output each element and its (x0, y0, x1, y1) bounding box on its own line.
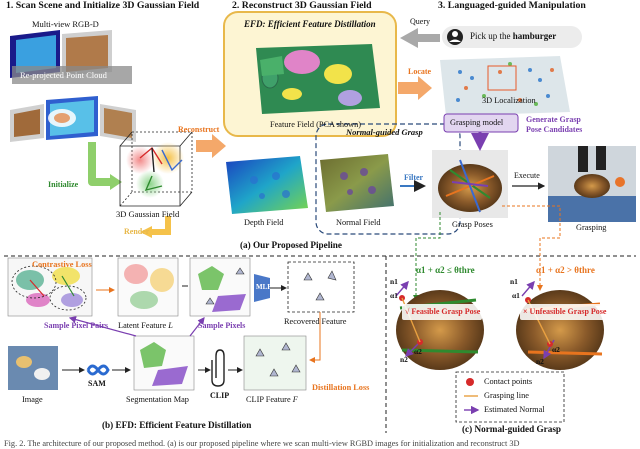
feature-field-label: Feature Field (PCA shown) (270, 120, 362, 129)
clip-logo (211, 349, 225, 387)
filter-label: Filter (404, 173, 424, 182)
feasible-label-bg (402, 304, 482, 320)
feature-field-image (256, 44, 380, 114)
a2-right: α2 (552, 345, 560, 354)
render-label: Render (124, 227, 150, 236)
segmentation-sample-image (189, 257, 251, 317)
normal-guided-box (315, 123, 461, 235)
n1-left: n1 (390, 277, 398, 286)
generate-label-line2: Pose Candidates (526, 125, 583, 134)
query-arrow (400, 28, 440, 48)
a2-left: α2 (414, 347, 422, 356)
reconstruct-arrow (196, 134, 226, 158)
query-bubble (442, 26, 582, 48)
cond-feasible: α1 + α2 ≤ θthre (416, 265, 475, 275)
clip-label: CLIP (210, 391, 230, 400)
rgbd-label: Multi-view RGB-D (32, 19, 99, 29)
input-image (8, 346, 58, 390)
legend-contact-icon (466, 378, 474, 386)
efd-title: EFD: Efficient Feature Distillation (244, 20, 376, 29)
legend-contact-points: Contact points (484, 377, 533, 386)
latent-feature-image (117, 257, 179, 317)
initialize-label: Initialize (48, 180, 79, 189)
section1-title: 1. Scan Scene and Initialize 3D Gaussian… (6, 0, 200, 11)
caption-a: (a) Our Proposed Pipeline (240, 240, 342, 250)
sample-pixels-label: Sample Pixels (198, 321, 246, 330)
n1-right: n1 (510, 277, 518, 286)
execute-label: Execute (514, 171, 540, 180)
section3-title: 3. Languaged-guided Manipulation (438, 0, 586, 11)
depth-field-image (226, 156, 308, 214)
query-label: Query (410, 17, 430, 26)
n2-right: n2 (536, 357, 544, 366)
unfeasible-burger (516, 280, 604, 370)
normal-guided-title: Normal-guided Grasp (346, 127, 423, 137)
latent-feature-symbol: L (168, 321, 173, 330)
clip-feature-label: CLIP Feature F (246, 395, 298, 404)
legend-estimated-normal: Estimated Normal (484, 405, 545, 414)
locate-label: Locate (408, 67, 432, 76)
grasp-poses-image (432, 150, 508, 218)
image-label: Image (22, 395, 43, 404)
feasible-label: √ Feasible Grasp Pose (405, 307, 481, 316)
latent-feature-text: Latent Feature (118, 321, 167, 330)
contrastive-image (7, 257, 93, 317)
depth-field-label: Depth Field (244, 218, 284, 227)
n2-left: n2 (400, 355, 408, 364)
grasping-label: Grasping (576, 223, 607, 232)
clip-feature-text: CLIP Feature (246, 395, 291, 404)
rgbd-images-lower (10, 96, 136, 142)
feasible-burger (395, 280, 484, 370)
distillation-loss-path (309, 312, 321, 363)
segmentation-map-image (133, 335, 195, 391)
contrastive-loss-label: Contrastive Loss (32, 260, 92, 269)
grasping-image (548, 146, 636, 222)
gaussian-axes (139, 146, 183, 192)
gaussian-field-label: 3D Gaussian Field (116, 209, 180, 219)
initialize-arrow (88, 142, 112, 186)
caption-c: (c) Normal-guided Grasp (462, 424, 562, 434)
locate-arrow (398, 76, 432, 100)
efd-title-text: EFD: Efficient Feature Distillation (244, 19, 376, 29)
query-text: Pick up the hamburger (470, 32, 556, 41)
clip-feature-image (243, 335, 307, 391)
normal-field-image (320, 154, 394, 212)
pointcloud-banner (12, 66, 132, 84)
recovered-feature-label: Recovered Feature (284, 317, 347, 326)
segmentation-map-label: Segmentation Map (126, 395, 189, 404)
latent-feature-label: Latent Feature L (118, 321, 173, 330)
a1-right: α1 (512, 291, 520, 300)
recovered-feature-box (287, 261, 355, 313)
unfeasible-label: × Unfeasible Grasp Pose (523, 307, 607, 316)
grasping-model-label: Grasping model (450, 118, 504, 127)
caption-b: (b) EFD: Efficient Feature Distillation (102, 420, 252, 430)
figure-caption: Fig. 2. The architecture of our proposed… (4, 439, 520, 448)
clip-feature-symbol: F (292, 395, 298, 404)
unfeasible-label-bg (520, 304, 606, 320)
mlp-block (254, 274, 270, 302)
generate-label-line1: Generate Grasp (526, 115, 581, 124)
section2-title: 2. Reconstruct 3D Gaussian Field (232, 0, 372, 11)
pointcloud-label: Re-projected Point Cloud (20, 70, 107, 80)
mlp-label: MLP (256, 283, 272, 291)
sam-label: SAM (88, 379, 106, 388)
sample-pixel-pairs-label: Sample Pixel Pairs (44, 321, 108, 330)
legend-grasping-line: Grasping line (484, 391, 529, 400)
query-text-prefix: Pick up the (470, 31, 513, 41)
normal-field-label: Normal Field (336, 218, 381, 227)
localization-label: 3D Localization (482, 96, 536, 105)
cond-unfeasible: α1 + α2 > θthre (536, 265, 595, 275)
sam-logo (86, 364, 110, 376)
query-text-object: hamburger (512, 31, 557, 41)
grasp-poses-label: Grasp Poses (452, 220, 493, 229)
a1-left: α1 (390, 291, 398, 300)
distillation-loss-label: Distillation Loss (312, 383, 370, 392)
localization-pointcloud (440, 56, 570, 116)
reconstruct-label: Reconstruct (178, 125, 220, 134)
